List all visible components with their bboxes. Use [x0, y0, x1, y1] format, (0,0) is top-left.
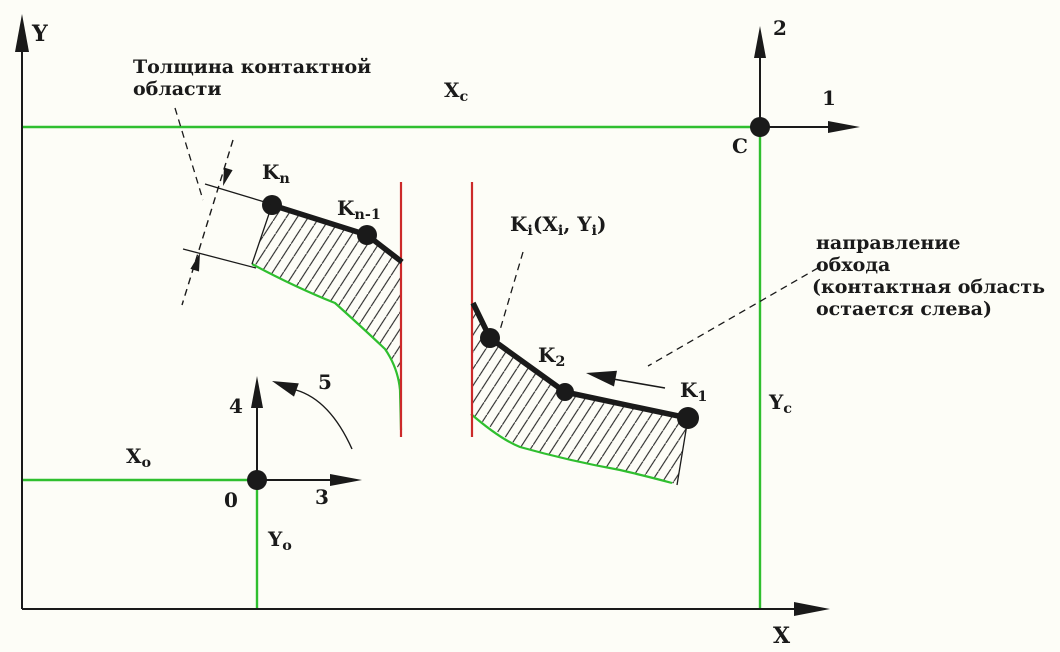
ki-leader-line [499, 251, 524, 331]
c-axis2-arrowhead-icon [754, 26, 766, 58]
axis5-label: 5 [318, 370, 332, 394]
point-kn-dot [262, 195, 282, 215]
axis1-label: 1 [822, 86, 836, 110]
thickness-extension-line-top [204, 183, 279, 207]
right-area-contour-curve [470, 413, 673, 485]
c-axis1-arrowhead-icon [828, 121, 860, 133]
direction-arrow-tail [612, 378, 666, 389]
direction-annotation-line2: обхода [816, 254, 891, 276]
point-c-label: C [732, 134, 748, 158]
k1-label: K1 [680, 378, 708, 406]
x-axis-arrowhead-icon [794, 602, 830, 616]
o-axis3-arrowhead-icon [330, 474, 362, 486]
kn-label: Kn [262, 160, 290, 188]
o-axis5-rotation-curve [295, 389, 353, 450]
yc-label: Yc [769, 390, 793, 418]
thickness-extension-line-bottom [182, 248, 257, 269]
left-contact-area-hatch [252, 205, 401, 430]
thickness-leader-line [174, 107, 204, 201]
x-axis-label: X [773, 623, 791, 649]
direction-annotation-line3: (контактная область [812, 276, 1046, 298]
axis4-label: 4 [229, 394, 243, 418]
left-area-contour-curve [251, 263, 403, 431]
kn1-label: Kn-1 [337, 196, 381, 224]
thickness-annotation-line1: Толщина контактной [133, 56, 372, 78]
axis3-label: 3 [315, 485, 329, 509]
point-kn1-dot [357, 225, 377, 245]
thickness-annotation: Толщина контактной области [133, 56, 371, 100]
point-c-dot [750, 117, 770, 137]
point-ki-dot [480, 328, 500, 348]
right-contact-polyline [470, 301, 689, 421]
point-k2-dot [556, 383, 574, 401]
left-area-side-line [251, 204, 273, 265]
point-k1-dot [677, 407, 699, 429]
k2-label: K2 [538, 343, 566, 371]
direction-arrowhead-icon [586, 370, 617, 387]
direction-annotation-line4: остается слева) [816, 298, 992, 320]
thickness-annotation-line2: области [133, 78, 222, 100]
point-o-label: 0 [224, 488, 238, 512]
point-o-dot [247, 470, 267, 490]
right-contact-area-hatch [471, 303, 688, 485]
xc-label: Xc [444, 78, 469, 106]
y-axis-arrowhead-icon [15, 14, 29, 52]
thickness-arrowhead-top-icon [223, 167, 233, 186]
ki-label: Ki(Xi, Yi) [510, 212, 607, 240]
right-area-side-line [676, 417, 689, 486]
thickness-dimension-line [181, 139, 234, 306]
o-axis5-arrowhead-icon [272, 381, 299, 397]
y-axis-label: Y [32, 21, 48, 47]
o-axis4-arrowhead-icon [251, 376, 263, 408]
yo-label: Yo [268, 527, 292, 555]
axis2-label: 2 [773, 16, 787, 40]
thickness-arrowhead-bottom-icon [190, 253, 200, 272]
direction-leader-line [647, 267, 819, 367]
direction-annotation-line1: направление [816, 232, 961, 254]
xo-label: Xo [126, 444, 152, 472]
direction-annotation: направление обхода (контактная область о… [812, 232, 1045, 320]
